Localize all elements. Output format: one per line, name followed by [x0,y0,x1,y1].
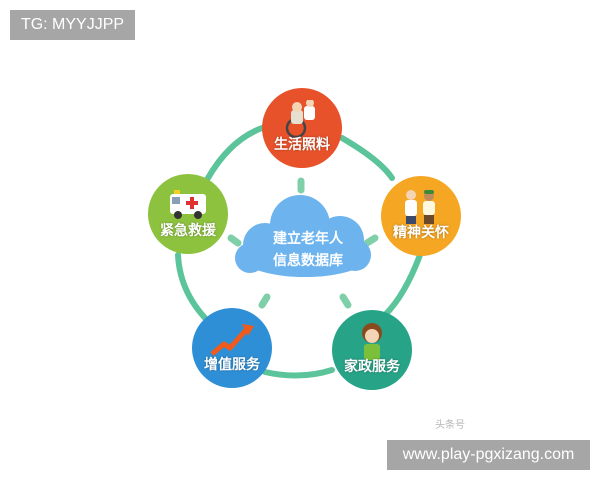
doctor-patient-icon [405,190,435,224]
node-label: 生活照料 [274,137,330,153]
source-watermark: 头条号 [435,420,465,431]
ambulance-icon [170,190,206,219]
node-housekeeping[interactable]: 家政服务 [332,310,412,390]
node-spiritual-care[interactable]: 精神关怀 [381,176,461,256]
watermark-tag: TG: MYYJJPP [10,10,135,40]
wheelchair-elder-icon [285,100,315,139]
node-label: 精神关怀 [393,225,449,241]
housekeeper-icon [362,323,382,360]
center-line-2: 信息数据库 [273,253,343,269]
node-life-care[interactable]: 生活照料 [262,88,342,168]
watermark-url: www.play-pgxizang.com [387,440,590,470]
node-label: 增值服务 [204,357,260,373]
node-label: 家政服务 [344,359,400,375]
cloud-icon [235,195,371,277]
node-value-added[interactable]: 增值服务 [192,308,272,388]
center-cloud-text: 建立老年人 信息数据库 [248,228,368,272]
spoke-dashes [227,177,379,309]
center-line-1: 建立老年人 [273,231,343,247]
node-label: 紧急救援 [160,223,216,239]
node-emergency-rescue[interactable]: 紧急救援 [148,174,228,254]
rising-arrow-icon [210,324,254,356]
